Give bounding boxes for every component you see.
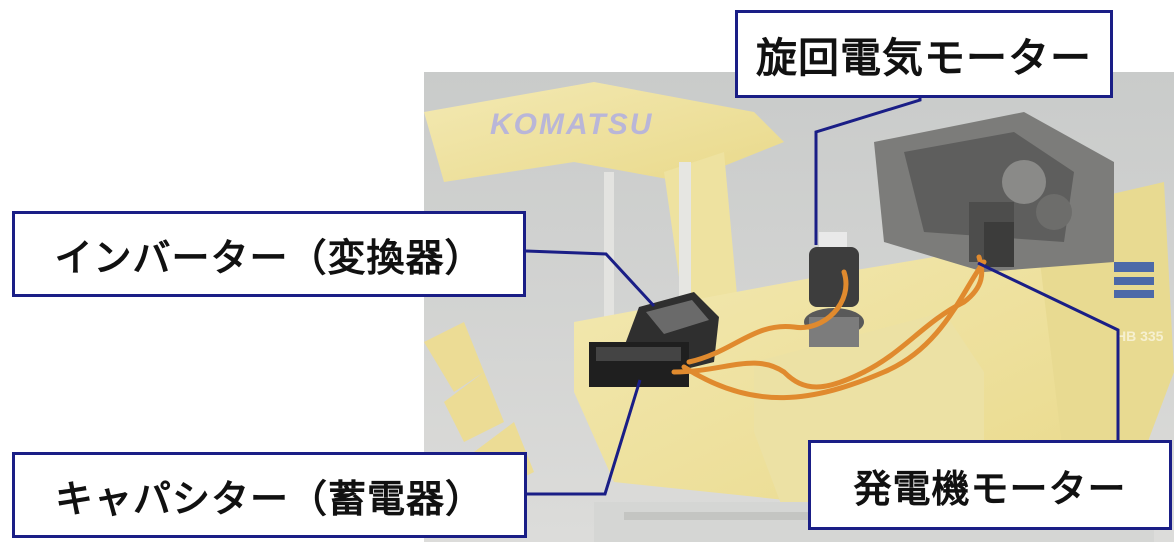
callout-generator-motor: 発電機モーター [808, 440, 1172, 530]
inverter-capacitor-unit [589, 292, 719, 387]
swing-motor [804, 232, 864, 347]
callout-capacitor: キャパシター（蓄電器） [12, 452, 527, 538]
callout-inverter: インバーター（変換器） [12, 211, 526, 297]
brand-logo: KOMATSU [490, 108, 654, 141]
callout-swing-electric-motor: 旋回電気モーター [735, 10, 1113, 98]
model-badge: HB 335 [1116, 328, 1164, 344]
engine-block [874, 112, 1114, 272]
